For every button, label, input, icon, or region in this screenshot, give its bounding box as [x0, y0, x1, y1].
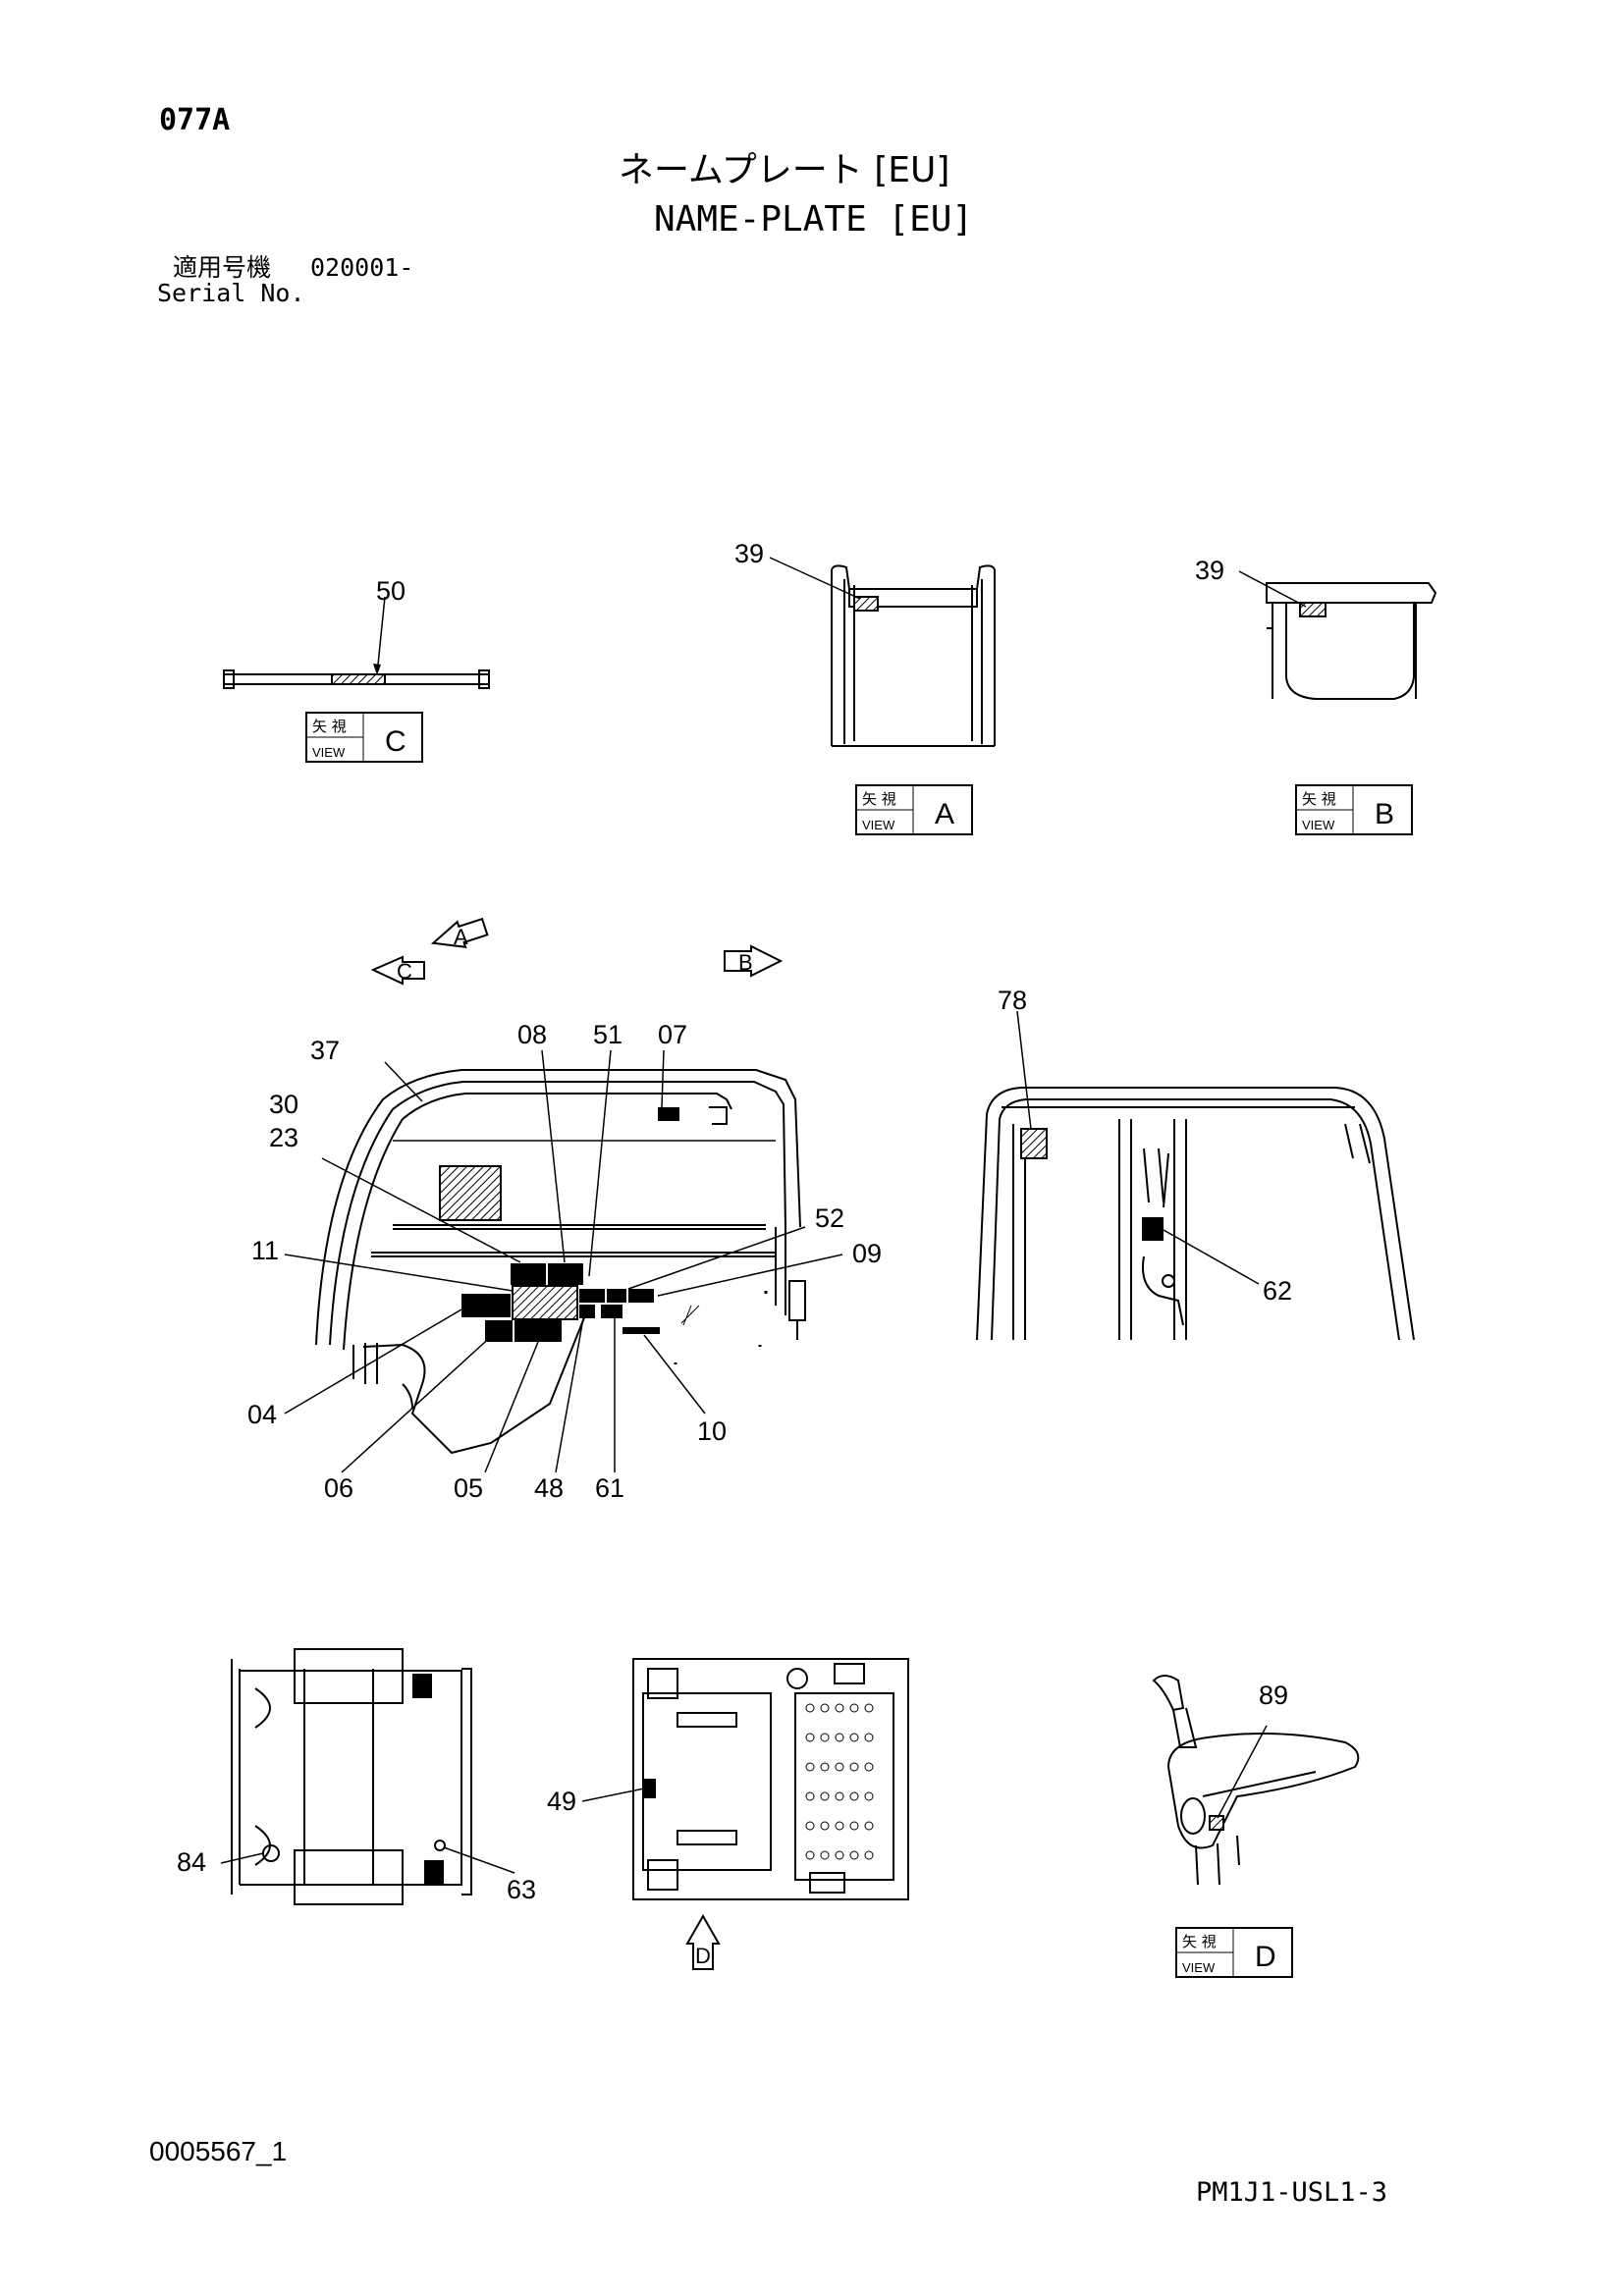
view-label-en: VIEW: [1182, 1960, 1216, 1975]
view-label-en: VIEW: [1302, 818, 1335, 832]
view-label-jp: 矢 視: [312, 718, 347, 735]
view-letter-d: D: [1255, 1941, 1276, 1973]
callout-48: 48: [534, 1473, 564, 1503]
callout-11: 11: [251, 1236, 279, 1265]
seat-base-drawing: [581, 1658, 909, 1900]
callout-10: 10: [697, 1416, 727, 1446]
serial-label-en: Serial No.: [157, 279, 305, 307]
serial-value: 020001-: [310, 253, 414, 282]
title-japanese: ネームプレート [EU]: [619, 150, 950, 190]
page-reference: PM1J1-USL1-3: [1196, 2177, 1388, 2208]
view-label-en: VIEW: [312, 745, 346, 760]
view-a-drawing: [769, 557, 996, 747]
callout-09: 09: [852, 1239, 882, 1268]
callout-37: 37: [310, 1036, 340, 1065]
title-english: NAME-PLATE [EU]: [654, 199, 974, 240]
callout-04: 04: [247, 1400, 277, 1429]
view-box-a: [855, 784, 973, 835]
callout-62: 62: [1263, 1276, 1292, 1306]
page-code: 077A: [159, 103, 231, 137]
callout-63: 63: [507, 1875, 536, 1904]
direction-arrow-c: [370, 955, 425, 986]
callout-50: 50: [376, 576, 406, 606]
callout-39-view-b: 39: [1195, 556, 1224, 585]
cab-rear-drawing: [976, 1010, 1415, 1341]
callout-30: 30: [269, 1090, 298, 1119]
callout-08: 08: [517, 1020, 547, 1049]
arrow-letter-b: B: [738, 950, 753, 975]
seat-top-view-drawing: [220, 1648, 515, 1905]
view-letter-b: B: [1375, 798, 1394, 830]
view-letter-a: A: [935, 798, 954, 830]
view-box-c: [305, 712, 423, 763]
serial-label-jp: 適用号機: [173, 253, 272, 282]
drawing-id: 0005567_1: [149, 2136, 288, 2166]
view-label-en: VIEW: [862, 818, 895, 832]
joystick-drawing: [1152, 1675, 1360, 1886]
view-b-drawing: [1238, 570, 1437, 700]
arrow-letter-a: A: [454, 925, 468, 949]
direction-arrow-b: [724, 944, 784, 978]
direction-arrow-d: [685, 1913, 721, 1970]
callout-89: 89: [1259, 1681, 1288, 1710]
callout-49: 49: [547, 1787, 576, 1816]
cab-interior-drawing: [284, 1049, 843, 1473]
view-letter-c: C: [385, 725, 406, 758]
callout-07: 07: [658, 1020, 687, 1049]
view-box-b: [1295, 784, 1413, 835]
view-box-d: [1175, 1927, 1293, 1978]
callout-51: 51: [593, 1020, 623, 1049]
callout-52: 52: [815, 1203, 844, 1233]
callout-61: 61: [595, 1473, 624, 1503]
view-label-jp: 矢 視: [862, 790, 896, 808]
callout-23: 23: [269, 1123, 298, 1152]
direction-arrow-a: [430, 917, 489, 948]
arrow-letter-d: D: [695, 1944, 711, 1968]
callout-05: 05: [454, 1473, 483, 1503]
callout-06: 06: [324, 1473, 353, 1503]
callout-39-view-a: 39: [734, 539, 764, 568]
view-label-jp: 矢 視: [1182, 1933, 1217, 1950]
callout-84: 84: [177, 1847, 206, 1877]
callout-78: 78: [998, 986, 1027, 1015]
view-label-jp: 矢 視: [1302, 790, 1336, 808]
arrow-letter-c: C: [397, 959, 412, 984]
view-c-drawing: [223, 596, 490, 689]
